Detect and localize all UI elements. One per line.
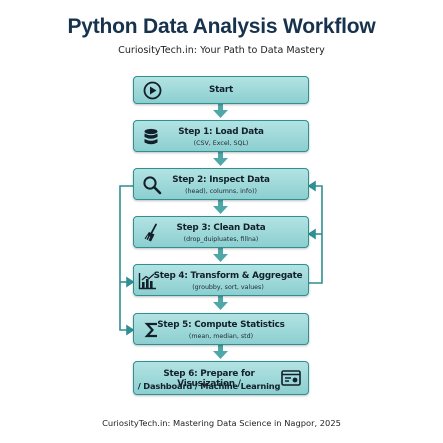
step-label: Step 3: Clean Data	[176, 223, 266, 233]
step-3-box: Step 3: Clean Data (drop_duipluates, fil…	[133, 216, 309, 248]
step-label: Step 4: Transform & Aggregate	[153, 271, 303, 281]
step-label: Step 1: Load Data	[178, 127, 264, 137]
play-icon	[143, 81, 162, 100]
step-start-box: Start	[133, 76, 309, 104]
page-footer: CuriosityTech.in: Mastering Data Science…	[102, 418, 341, 428]
down-arrows	[213, 104, 228, 359]
page-title: Python Data Analysis Workflow	[67, 15, 376, 38]
step-label-line2: / Dashboard / Machine Learning	[137, 381, 281, 391]
magnifier-icon	[143, 176, 162, 195]
step-label: Start	[208, 85, 234, 95]
bar-chart-icon	[138, 273, 156, 290]
step-sublabel: (head), columns, info))	[185, 188, 257, 195]
arrow-step5-to-step6	[213, 345, 228, 359]
step-label: Step 5: Compute Statistics	[157, 320, 285, 330]
right-loop-connector	[307, 180, 323, 284]
step-6-box: Step 6: Prepare for Visusization / / Das…	[133, 361, 309, 395]
step-1-box: Step 1: Load Data (CSV, Excel, SQL)	[133, 120, 309, 152]
database-icon	[144, 128, 158, 145]
arrow-start-to-step1	[213, 104, 228, 118]
step-sublabel: (groubby, sort, values)	[192, 284, 264, 291]
step-label: Step 6: Prepare for Visusization /	[163, 369, 255, 389]
sigma-icon	[144, 322, 157, 338]
step-sublabel: (CSV, Excel, SQL)	[193, 140, 249, 147]
step-sublabel: (mean, median, std)	[188, 333, 254, 340]
step-5-box: Step 5: Compute Statistics (mean, median…	[133, 313, 309, 345]
arrow-step1-to-step2	[213, 152, 228, 166]
arrow-step4-to-step5	[213, 296, 228, 310]
dashboard-icon	[281, 370, 301, 386]
step-sublabel: (drop_duipluates, fillna)	[183, 236, 259, 243]
arrow-step3-to-step4	[213, 248, 228, 262]
page-subtitle: CuriosityTech.in: Your Path to Data Mast…	[118, 45, 325, 56]
step-2-box: Step 2: Inspect Data (head), columns, in…	[133, 168, 309, 200]
left-loop-connector	[119, 185, 135, 336]
step-label: Step 2: Inspect Data	[172, 175, 270, 185]
step-4-box: Step 4: Transform & Aggregate (groubby, …	[133, 264, 309, 296]
broom-icon	[144, 223, 157, 242]
arrow-step2-to-step3	[213, 200, 228, 214]
